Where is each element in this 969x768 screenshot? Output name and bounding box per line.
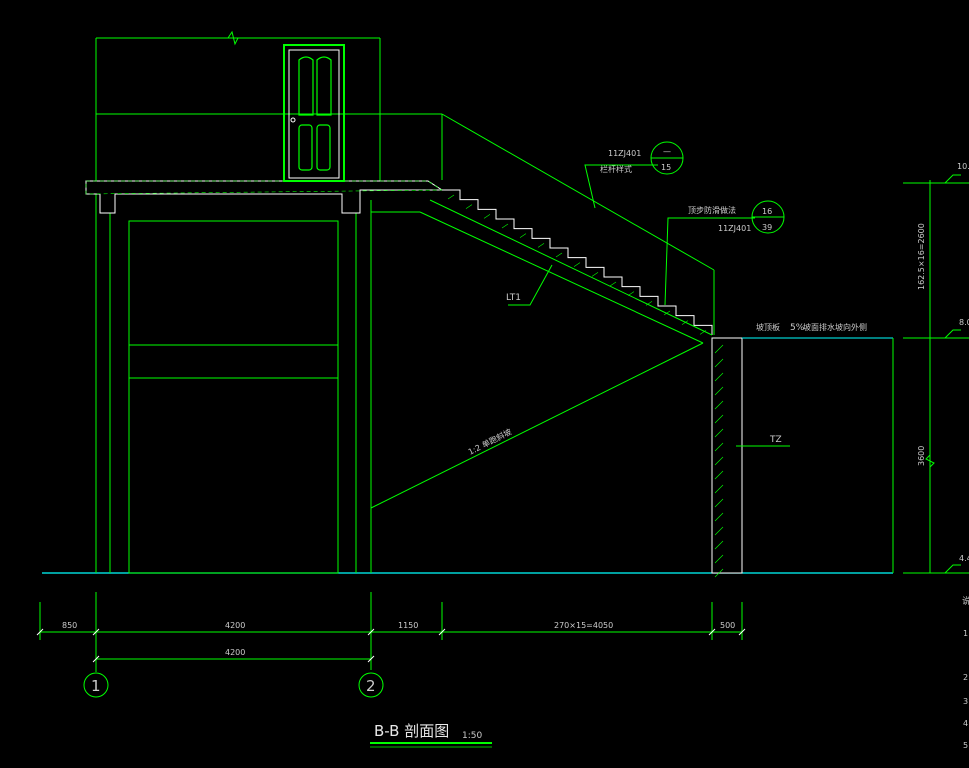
column-hatch-mark [714, 540, 724, 550]
callout-mid-code: 11ZJ401 [718, 224, 751, 233]
elev-top: 10.6 [957, 162, 969, 171]
column-tz [711, 337, 743, 578]
column-hatch-mark [714, 470, 724, 480]
side-note-title: 说 [962, 595, 969, 607]
side-note-4: 4 [963, 719, 968, 728]
label-slope: 5% [790, 323, 805, 333]
dim-ticks [36, 628, 746, 663]
tread-hatch [537, 243, 545, 248]
callout-mid-note: 顶步防滑做法 [688, 205, 736, 215]
dim-right-upper: 162.5×16=2600 [917, 223, 926, 290]
side-note-1: 1 [963, 629, 968, 638]
tread-hatch [483, 214, 491, 219]
dim-4050: 270×15=4050 [554, 621, 613, 630]
column-hatch-mark [714, 400, 724, 410]
dim-4200-second: 4200 [225, 648, 245, 657]
bottom-dimensions [39, 592, 743, 698]
dim-500: 500 [720, 621, 735, 630]
elev-bottom: 4.4 [959, 554, 969, 563]
label-ramp: 1:2 单跑斜坡 [466, 426, 513, 456]
callout-mid-num: 16 [762, 207, 772, 216]
callout-top-num: — [663, 147, 671, 156]
column-hatch-mark [714, 526, 724, 536]
label-lt1: LT1 [506, 293, 521, 303]
column-hatch-mark [714, 554, 724, 564]
stair-underside [370, 199, 713, 509]
elev-mid: 8.0 [959, 318, 969, 327]
handrail [441, 113, 715, 335]
right-dimensions [903, 174, 969, 574]
column-hatch-mark [714, 512, 724, 522]
landing-slab [85, 180, 444, 214]
dim-1150: 1150 [398, 621, 418, 630]
tread-hatch [681, 320, 689, 325]
tread-hatch [573, 262, 581, 267]
tread-hatch [699, 330, 707, 335]
column-hatch-mark [714, 358, 724, 368]
dim-850: 850 [62, 621, 77, 630]
stair-treads [442, 189, 713, 335]
tread-hatch [447, 194, 455, 200]
callout-top-code: 11ZJ401 [608, 149, 641, 158]
dim-4200: 4200 [225, 621, 245, 630]
column-hatch-mark [714, 372, 724, 382]
callout-top-sheet: 15 [661, 163, 671, 172]
callout-top-note: 栏杆样式 [600, 164, 632, 174]
tread-hatch [465, 204, 473, 209]
column-hatch-mark [714, 498, 724, 508]
drawing-title: B-B 剖面图 [374, 722, 449, 740]
side-note-2: 2 [963, 673, 968, 682]
building-frame [95, 30, 443, 574]
leaders [508, 141, 790, 447]
column-hatch-mark [714, 414, 724, 424]
column-hatch-mark [714, 568, 724, 578]
tread-hatch [645, 301, 653, 306]
column-hatch-mark [714, 344, 724, 354]
side-note-5: 5 [963, 741, 968, 750]
axis-1: 1 [91, 677, 101, 695]
column-hatch-mark [714, 428, 724, 438]
column-hatch-mark [714, 484, 724, 494]
tread-hatch [555, 252, 563, 258]
column-hatch-mark [714, 442, 724, 452]
tread-hatch [591, 272, 599, 277]
dim-right-lower: 3600 [917, 446, 926, 466]
tread-hatch [609, 281, 617, 287]
column-hatch-mark [714, 386, 724, 396]
label-ground: 坡面排水坡向外侧 [803, 322, 867, 332]
door-icon [283, 44, 345, 182]
callout-mid-sheet: 39 [762, 223, 772, 232]
side-note-3: 3 [963, 697, 968, 706]
drawing-scale: 1:50 [462, 731, 482, 741]
column-hatch-mark [714, 456, 724, 466]
axis-2: 2 [366, 677, 376, 695]
label-ground-left: 坡顶板 [756, 322, 780, 332]
label-tz: TZ [769, 435, 782, 445]
tread-hatch [501, 223, 509, 229]
tread-hatch [519, 233, 527, 238]
